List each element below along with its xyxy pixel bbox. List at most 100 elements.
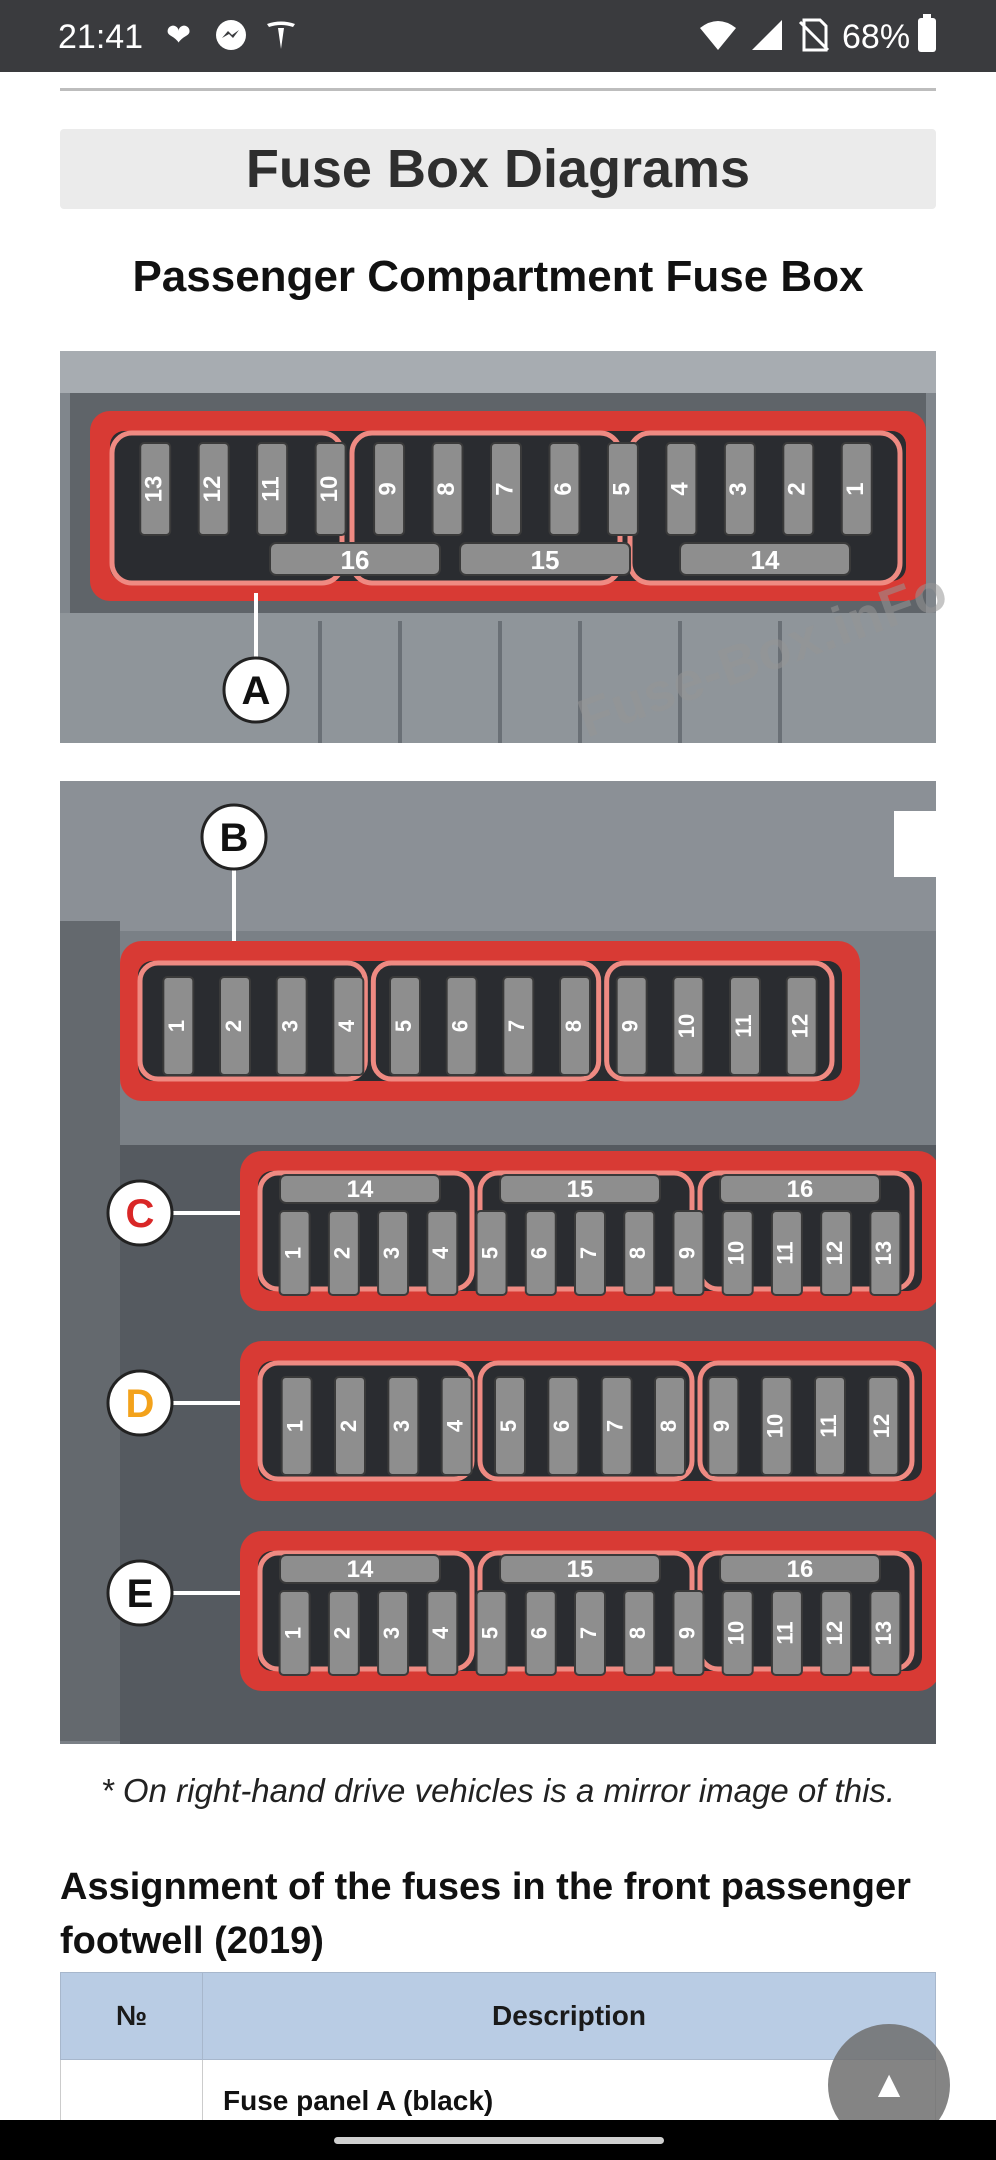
fuse-slot (431, 442, 464, 536)
fuse-slot (373, 442, 406, 536)
large-fuse-slot (719, 1554, 881, 1584)
fuse-number: 16 (341, 545, 370, 575)
fuse-slot (867, 1376, 900, 1476)
battery-percent: 68% (842, 18, 911, 56)
fuse-slot (548, 442, 581, 536)
fuse-slot (785, 976, 818, 1076)
fuse-slot (600, 1376, 633, 1476)
fuse-number: 10 (762, 1414, 787, 1438)
fuse-number: 12 (869, 1414, 894, 1438)
fuse-number: 1 (842, 482, 869, 495)
fuse-number: 14 (347, 1556, 374, 1583)
fuse-slot (377, 1210, 410, 1296)
fuse-number: 11 (773, 1621, 798, 1644)
fuse-number: 15 (567, 1176, 594, 1203)
fuse-number: 1 (280, 1247, 305, 1259)
fuse-number: 1 (282, 1420, 307, 1432)
fuse-slot (502, 976, 535, 1076)
fuse-number: 5 (608, 482, 635, 495)
table-row: Fuse panel A (black) (60, 2059, 936, 2120)
fuse-slot (219, 976, 251, 1076)
column-header-number: № (60, 1972, 203, 2060)
fuse-number: 9 (674, 1247, 699, 1259)
fuse-number: 6 (527, 1627, 552, 1639)
fuse-slot (494, 1376, 526, 1476)
fuse-number: 13 (871, 1621, 896, 1645)
fuse-number: 12 (822, 1621, 847, 1645)
fuse-number: 5 (477, 1627, 502, 1639)
messenger-icon (214, 18, 248, 61)
fuse-number: 2 (330, 1247, 355, 1259)
fuse-slot (782, 442, 815, 536)
signal-icon (750, 18, 784, 61)
fuse-number: 6 (527, 1247, 552, 1259)
fuse-number: 8 (625, 1247, 650, 1259)
fuse-number: 12 (822, 1241, 847, 1265)
fuse-number: 2 (784, 482, 811, 495)
tesla-icon (264, 18, 298, 61)
fuse-slot (665, 442, 698, 536)
fuse-slot (332, 976, 365, 1076)
fuse-number: 11 (731, 1014, 756, 1037)
fuse-number: 11 (773, 1241, 798, 1264)
fuse-number: 11 (257, 476, 284, 501)
fuse-number: 8 (656, 1420, 681, 1432)
fuse-slot (426, 1210, 459, 1296)
fuse-number: 7 (504, 1020, 529, 1032)
fuse-slot (770, 1590, 803, 1676)
fuse-number: 4 (667, 482, 694, 496)
fuse-slot (820, 1210, 853, 1296)
fuse-number: 5 (496, 1420, 521, 1432)
fuse-slot (377, 1590, 410, 1676)
fuse-number: 6 (550, 482, 577, 495)
fuse-slot (729, 976, 761, 1076)
fuse-number: 9 (617, 1020, 642, 1032)
fuse-number: 15 (567, 1556, 594, 1583)
fuse-slot (475, 1590, 508, 1676)
fuse-slot (387, 1376, 420, 1476)
fuse-number: 10 (674, 1014, 699, 1038)
fuse-number: 5 (477, 1247, 502, 1259)
fuse-slot (334, 1376, 366, 1476)
fuse-number: 2 (221, 1020, 246, 1032)
fuse-slot (445, 976, 478, 1076)
fuse-slot (723, 442, 756, 536)
fuse-assignment-table: № Description Fuse panel A (black) (60, 1972, 936, 2120)
arrow-up-icon: ▲ (870, 2064, 908, 2106)
fuse-number: 6 (447, 1020, 472, 1032)
fuse-slot (389, 976, 421, 1076)
fuse-box-subtitle: Passenger Compartment Fuse Box (132, 252, 864, 301)
fuse-number: 7 (602, 1420, 627, 1432)
fuse-number: 15 (531, 545, 560, 575)
fuse-slot (280, 1376, 313, 1476)
divider (60, 88, 936, 91)
fuse-slot (278, 1590, 311, 1676)
section-banner: Fuse Box Diagrams (60, 129, 936, 209)
fuse-slot (475, 1210, 508, 1296)
fuse-number: 4 (442, 1419, 467, 1432)
fuse-box-label-c: C (126, 1192, 155, 1236)
fuse-number: 3 (277, 1020, 302, 1032)
home-gesture-handle[interactable] (334, 2137, 664, 2144)
heart-pulse-icon: ❤ (166, 19, 192, 52)
fuse-slot (707, 1376, 740, 1476)
fuse-number: 7 (576, 1627, 601, 1639)
fuse-number: 1 (280, 1627, 305, 1639)
fuse-number: 10 (724, 1621, 749, 1645)
fuse-slot (654, 1376, 686, 1476)
scroll-to-top-button[interactable]: ▲ (828, 2024, 950, 2120)
fuse-number: 7 (491, 482, 518, 495)
large-fuse-slot (499, 1174, 661, 1204)
no-sim-icon (796, 18, 830, 61)
fuse-number: 12 (199, 476, 226, 503)
fuse-slot (721, 1210, 754, 1296)
fuse-slot (139, 442, 172, 536)
fuse-number: 3 (725, 482, 752, 495)
page-content: Fuse Box Diagrams Passenger Compartment … (0, 72, 996, 2120)
large-fuse-slot (269, 542, 441, 576)
fuse-number: 3 (379, 1247, 404, 1259)
fuse-number: 14 (347, 1176, 374, 1203)
